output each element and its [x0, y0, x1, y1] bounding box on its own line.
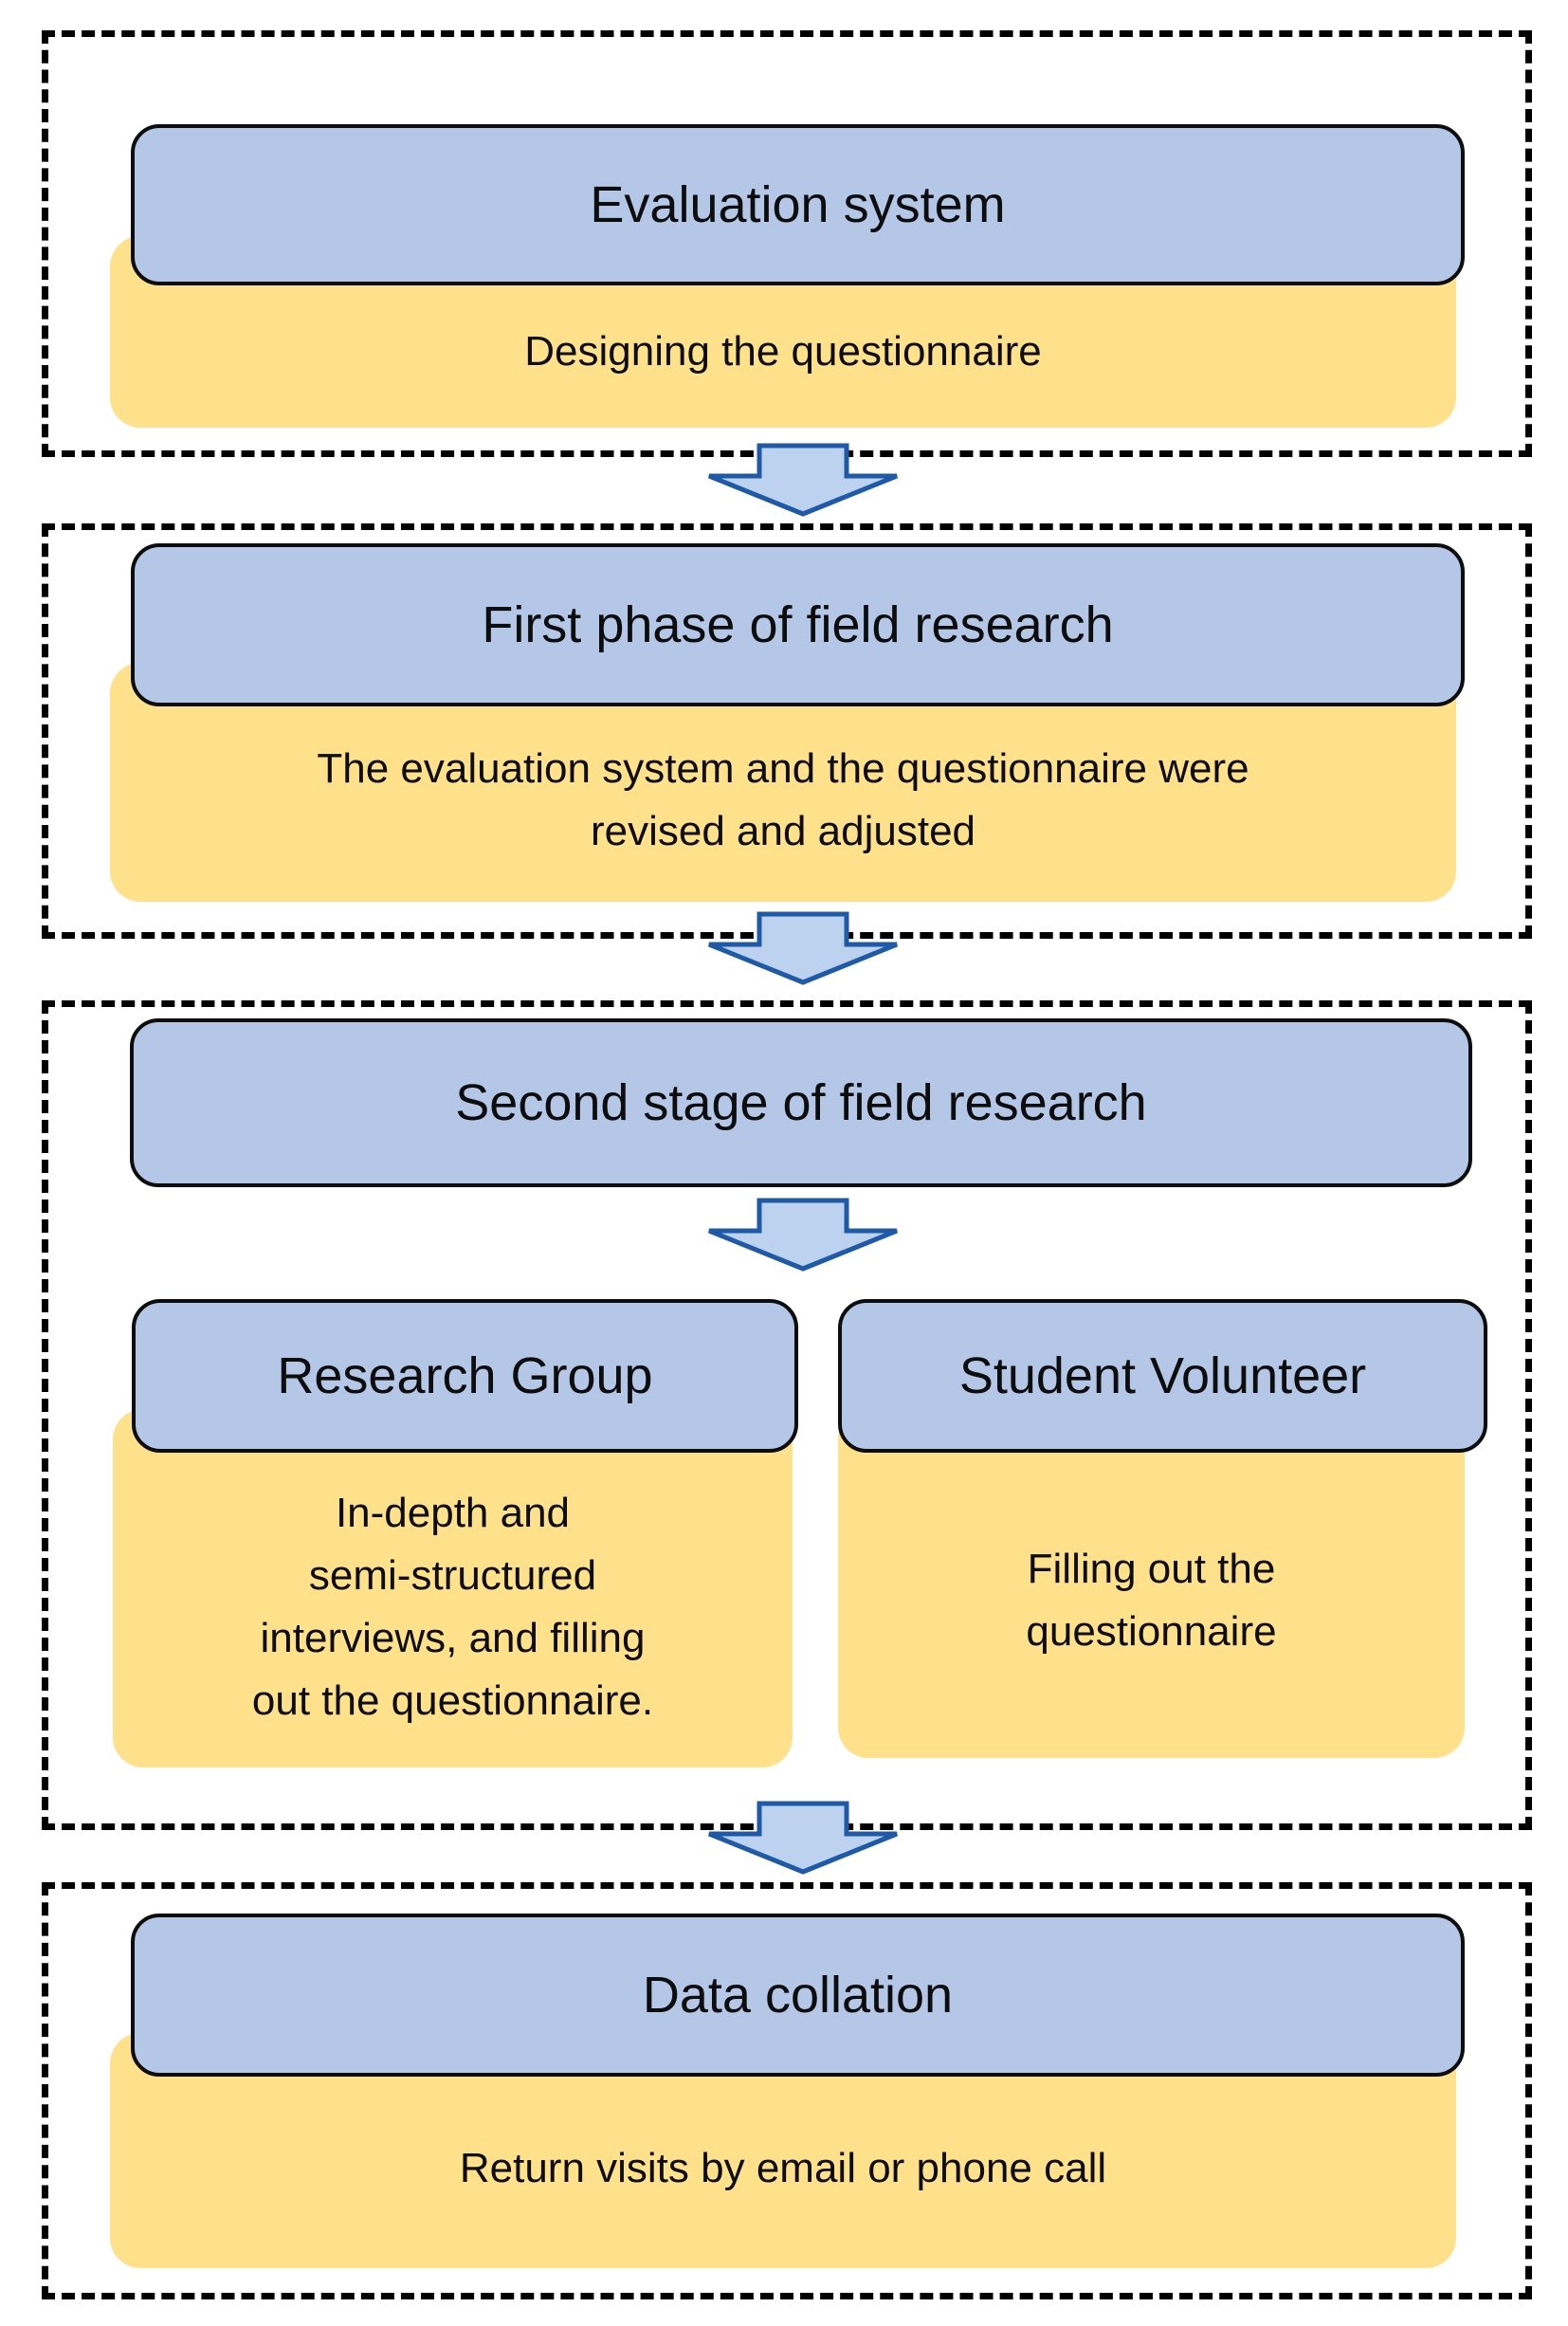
stage-data-collation: Data collation Return visits by email or…	[42, 1882, 1532, 2299]
down-arrow-icon	[708, 911, 898, 985]
research-group-activity-box: In-depth and semi-structured interviews,…	[113, 1409, 793, 1767]
return-visits-label: Return visits by email or phone call	[459, 2145, 1107, 2191]
stage-evaluation-system: Evaluation system Designing the question…	[42, 30, 1532, 457]
stage-second-stage-field-research: Second stage of field research Research …	[42, 1000, 1532, 1830]
data-collation-header-box: Data collation	[131, 1914, 1465, 2077]
second-stage-header-box: Second stage of field research	[130, 1018, 1472, 1187]
first-phase-label: First phase of field research	[482, 596, 1114, 653]
research-group-label: Research Group	[277, 1347, 653, 1404]
down-arrow-icon	[708, 1198, 898, 1272]
second-stage-label: Second stage of field research	[455, 1074, 1147, 1131]
down-arrow-icon	[708, 1801, 898, 1875]
first-phase-header-box: First phase of field research	[131, 543, 1465, 706]
down-arrow-icon	[708, 443, 898, 517]
research-group-activity-label: In-depth and semi-structured interviews,…	[251, 1490, 654, 1724]
revised-adjusted-label: The evaluation system and the questionna…	[317, 745, 1249, 854]
branch-research-group: Research Group In-depth and semi-structu…	[113, 1299, 798, 1767]
designing-questionnaire-label: Designing the questionnaire	[524, 328, 1042, 375]
data-collation-label: Data collation	[642, 1967, 954, 2024]
student-volunteer-label: Student Volunteer	[958, 1347, 1367, 1404]
evaluation-system-label: Evaluation system	[590, 176, 1006, 233]
student-volunteer-activity-label: Filling out the questionnaire	[1026, 1546, 1277, 1655]
branch-student-volunteer: Student Volunteer Filling out the questi…	[838, 1299, 1487, 1758]
research-group-header-box: Research Group	[132, 1299, 798, 1453]
student-volunteer-header-box: Student Volunteer	[838, 1299, 1487, 1453]
stage-first-phase-field-research: First phase of field research The evalua…	[42, 523, 1532, 939]
student-volunteer-activity-box: Filling out the questionnaire	[838, 1409, 1465, 1758]
evaluation-system-header-box: Evaluation system	[131, 124, 1465, 285]
second-stage-branches: Research Group In-depth and semi-structu…	[113, 1299, 1487, 1767]
